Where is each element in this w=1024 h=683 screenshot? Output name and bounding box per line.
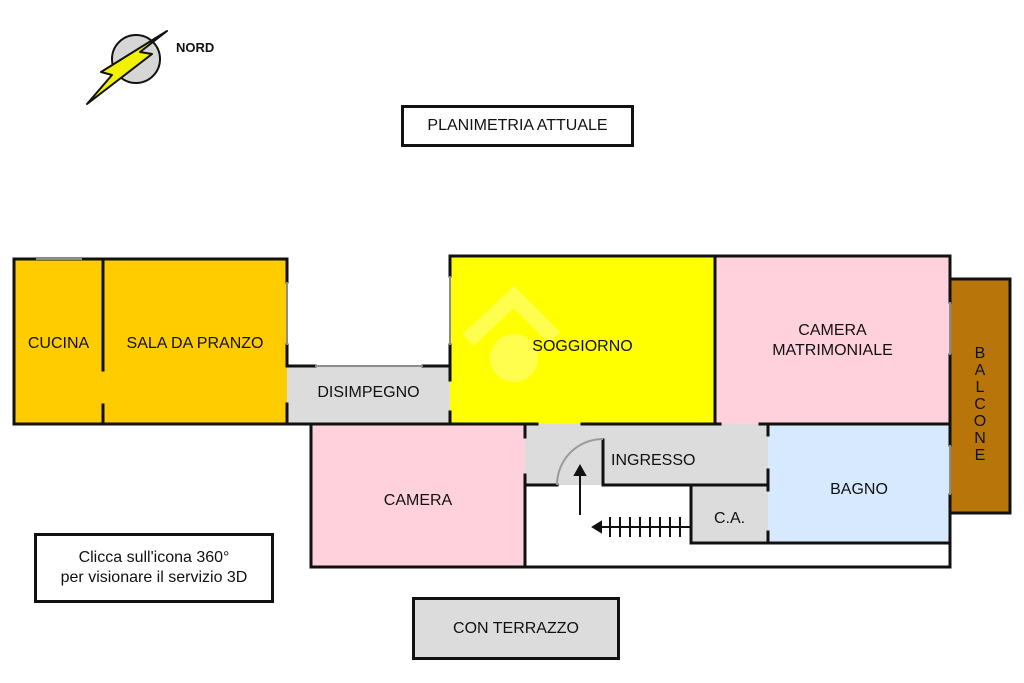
door-swing (556, 438, 604, 486)
label-ca: C.A. (713, 510, 746, 527)
room-soggiorno (450, 256, 715, 424)
plan-title-text: PLANIMETRIA ATTUALE (427, 117, 608, 134)
room-ingresso (525, 424, 768, 485)
label-camera: CAMERA (383, 492, 453, 509)
label-balcone-letter: N (974, 430, 986, 447)
room-kitchen-dining (14, 258, 287, 424)
label-soggiorno: SOGGIORNO (532, 338, 633, 355)
note-line2: per visionare il servizio 3D (60, 569, 248, 586)
label-balcone-letter: C (974, 396, 986, 413)
entrance-arrow-icon (573, 463, 587, 515)
stairs-arrow-icon (591, 517, 691, 537)
label-balcone-letter: O (973, 413, 987, 430)
room-ca (691, 485, 768, 543)
label-balcone-letter: L (975, 379, 985, 396)
label-sala-da-pranzo: SALA DA PRANZO (126, 335, 264, 352)
label-camera-matrimoniale: CAMERA MATRIMONIALE (715, 321, 950, 361)
label-balcone-letter: A (974, 362, 986, 379)
label-ingresso: INGRESSO (611, 452, 696, 469)
room-disimpegno (287, 365, 450, 424)
label-camera-matrimoniale-line2: MATRIMONIALE (772, 342, 893, 359)
label-camera-matrimoniale-line1: CAMERA (798, 322, 867, 339)
label-disimpegno: DISIMPEGNO (317, 384, 420, 401)
room-camera-matrimoniale (715, 256, 950, 424)
compass (86, 30, 168, 105)
compass-label: NORD (176, 40, 215, 55)
north-arrow-icon (86, 30, 168, 105)
terrace-label: CON TERRAZZO (453, 619, 579, 637)
terrace-box: CON TERRAZZO (412, 597, 620, 660)
room-camera (311, 424, 525, 567)
plan-title: PLANIMETRIA ATTUALE (401, 105, 634, 147)
room-bagno (768, 424, 950, 543)
label-cucina: CUCINA (27, 335, 90, 352)
label-balcone-letter: E (974, 447, 986, 464)
room-balcone (950, 279, 1010, 513)
note-line1: Clicca sull'icona 360° (78, 549, 230, 566)
note-360-box: Clicca sull'icona 360° per visionare il … (34, 533, 274, 603)
label-balcone-letter: B (974, 345, 986, 362)
label-bagno: BAGNO (830, 481, 888, 498)
